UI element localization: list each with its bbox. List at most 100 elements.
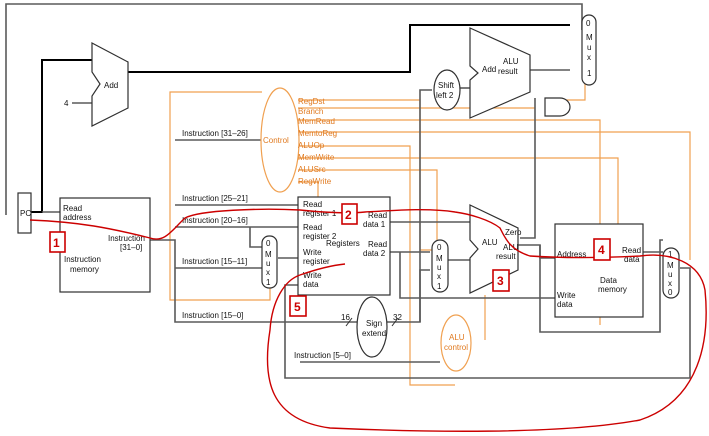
svg-text:2: 2: [345, 208, 352, 222]
field-25-21: Instruction [25–21]: [182, 194, 248, 203]
svg-text:0: 0: [437, 243, 442, 252]
signal-aluop: ALUOp: [298, 141, 325, 150]
signal-memwrite: MemWrite: [298, 153, 335, 162]
alu-control-unit: ALU control: [440, 314, 472, 372]
svg-text:extend: extend: [362, 329, 386, 338]
field-31-26: Instruction [31–26]: [182, 129, 248, 138]
svg-text:1: 1: [53, 236, 60, 250]
control-signal-labels: RegDst Branch MemRead MemtoReg ALUOp Mem…: [298, 97, 337, 186]
svg-text:x: x: [266, 268, 270, 277]
svg-text:1: 1: [587, 69, 592, 78]
control-label: Control: [263, 136, 289, 145]
svg-text:data 1: data 1: [363, 220, 386, 229]
svg-text:1: 1: [266, 278, 271, 287]
imem-name-2: memory: [70, 265, 99, 274]
imem-address-label: address: [63, 213, 91, 222]
adder-label: Add: [104, 81, 118, 90]
svg-text:Sign: Sign: [366, 319, 382, 328]
data-memory: Address Read data Write data Data memory: [554, 223, 644, 318]
pc-label: PC: [20, 209, 31, 218]
signal-memtoreg: MemtoReg: [298, 129, 337, 138]
mux-regdst: 0 M u x 1: [261, 235, 278, 289]
svg-text:ALU: ALU: [449, 333, 465, 342]
svg-text:Write: Write: [303, 248, 322, 257]
annotation-4: 4: [593, 238, 611, 261]
svg-text:0: 0: [266, 239, 271, 248]
signal-alusrc: ALUSrc: [298, 165, 326, 174]
adder-pc: Add 4: [64, 42, 129, 127]
svg-text:Write: Write: [557, 291, 576, 300]
data-wires: [5, 3, 691, 379]
control-unit: Control: [260, 87, 300, 193]
svg-text:5: 5: [294, 300, 301, 314]
svg-text:data: data: [303, 280, 319, 289]
svg-text:ALU: ALU: [503, 243, 519, 252]
field-5-0: Instruction [5–0]: [294, 351, 351, 360]
mux-alusrc: 0 M u x 1: [431, 239, 449, 293]
field-15-0: Instruction [15–0]: [182, 311, 243, 320]
mux-memtoreg: 1 M u x 0: [662, 247, 680, 299]
svg-text:0: 0: [668, 288, 673, 297]
annotation-3: 3: [492, 269, 510, 292]
signal-regdst: RegDst: [298, 97, 325, 106]
dmem-name-2: memory: [598, 285, 627, 294]
annotation-2: 2: [341, 203, 358, 225]
svg-text:Read: Read: [368, 211, 387, 220]
svg-text:register 1: register 1: [303, 209, 337, 218]
svg-text:M: M: [586, 33, 593, 42]
constant-four: 4: [64, 99, 69, 108]
sign-extend-unit: Sign extend 16 32: [341, 296, 402, 358]
pc-register: PC: [17, 192, 32, 234]
alu-label: ALU: [482, 238, 498, 247]
svg-text:data: data: [557, 300, 573, 309]
shift-left-2: Shift left 2: [433, 69, 461, 111]
svg-text:control: control: [444, 343, 468, 352]
svg-text:u: u: [437, 263, 441, 272]
svg-text:data: data: [624, 255, 640, 264]
signal-memread: MemRead: [298, 117, 335, 126]
signal-regwrite: RegWrite: [298, 177, 332, 186]
svg-text:register 2: register 2: [303, 232, 337, 241]
mux-top-0: 0: [586, 19, 591, 28]
svg-text:data 2: data 2: [363, 249, 386, 258]
svg-text:x: x: [587, 53, 591, 62]
alu-zero-label: Zero: [505, 228, 522, 237]
svg-text:Read: Read: [622, 246, 641, 255]
dmem-name-1: Data: [600, 276, 617, 285]
svg-text:Read: Read: [368, 240, 387, 249]
svg-text:M: M: [436, 254, 443, 263]
adder-branch: Add ALU result: [469, 27, 531, 119]
field-15-11: Instruction [15–11]: [182, 257, 247, 266]
branch-result-label: result: [498, 67, 518, 76]
svg-text:Address: Address: [557, 250, 586, 259]
shift-label-2: left 2: [436, 91, 454, 100]
svg-text:u: u: [668, 270, 672, 279]
imem-read-label: Read: [63, 204, 82, 213]
svg-text:x: x: [668, 279, 672, 288]
svg-text:Write: Write: [303, 271, 322, 280]
imem-bits-label: [31–0]: [120, 243, 142, 252]
mux-pc-source: 0 M u x 1: [581, 14, 597, 86]
svg-text:M: M: [265, 250, 272, 259]
imem-instruction-label: Instruction: [108, 234, 145, 243]
sign-in-width: 16: [341, 313, 350, 322]
branch-alu-label: ALU: [503, 57, 519, 66]
svg-text:4: 4: [598, 243, 605, 257]
svg-text:u: u: [587, 43, 591, 52]
sign-out-width: 32: [393, 313, 402, 322]
svg-text:u: u: [266, 259, 270, 268]
svg-text:register: register: [303, 257, 330, 266]
and-gate: [544, 97, 571, 117]
svg-text:1: 1: [668, 250, 673, 259]
svg-text:Read: Read: [303, 200, 322, 209]
registers-name: Registers: [326, 239, 360, 248]
instruction-memory: Read address Instruction [31–0] Instruct…: [59, 197, 151, 293]
control-wires: [169, 72, 691, 386]
svg-text:result: result: [496, 252, 516, 261]
svg-text:x: x: [437, 272, 441, 281]
imem-name-1: Instruction: [64, 255, 101, 264]
annotation-5: 5: [289, 295, 307, 317]
signal-branch: Branch: [298, 107, 323, 116]
annotation-1: 1: [49, 231, 66, 253]
